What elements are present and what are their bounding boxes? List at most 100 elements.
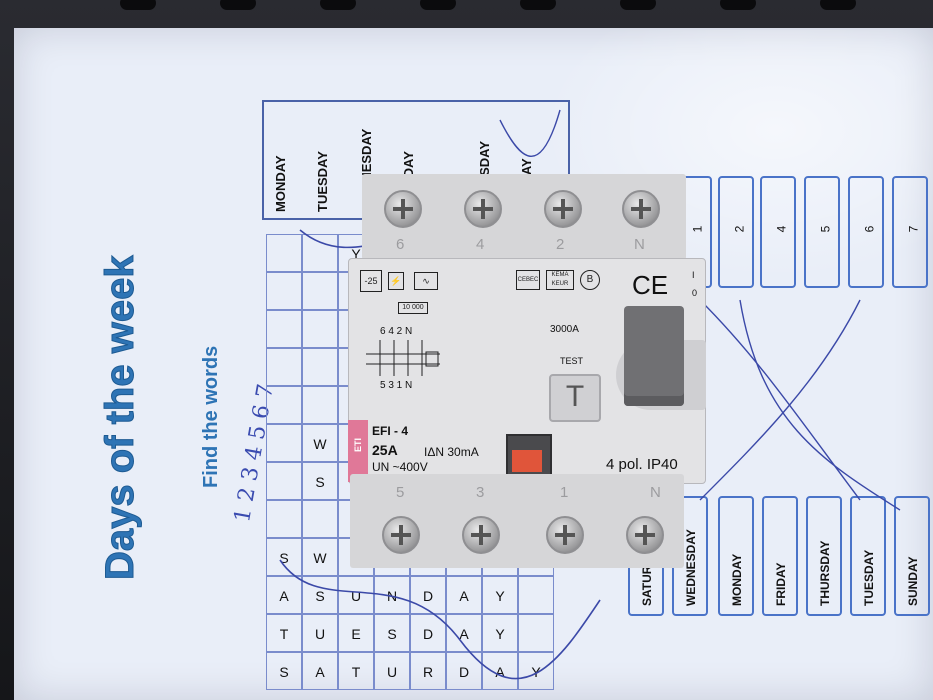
grid-cell: E	[338, 614, 374, 652]
terminal-label: N	[650, 484, 661, 501]
number-box: 7	[892, 176, 928, 288]
brand-label: ETI	[348, 420, 368, 482]
binder-ring	[620, 0, 656, 10]
grid-cell	[302, 500, 338, 538]
binder-ring	[120, 0, 156, 10]
terminal-label: 2	[556, 236, 565, 253]
grid-cell: T	[266, 614, 302, 652]
grid-cell: U	[302, 614, 338, 652]
residual-current-breaker: 6 4 2 N -25 ⚡ ∿ 10 000 CEBEC KEMA KEUR B…	[348, 174, 706, 568]
terminal-label: 5	[396, 484, 405, 501]
terminal-screw	[544, 190, 582, 228]
answer-box: SUNDAY	[894, 496, 930, 616]
short-circuit-rating: 10 000	[398, 302, 428, 314]
test-label: TEST	[560, 356, 584, 366]
grid-cell	[518, 614, 554, 652]
grid-cell	[518, 576, 554, 614]
grid-cell: Y	[482, 576, 518, 614]
grid-cell: D	[446, 652, 482, 690]
grid-cell	[302, 348, 338, 386]
grid-cell: S	[302, 462, 338, 500]
binder-ring	[720, 0, 756, 10]
grid-cell: A	[446, 576, 482, 614]
answer-box: FRIDAY	[762, 496, 798, 616]
temperature-icon: -25	[360, 270, 382, 292]
grid-cell	[266, 500, 302, 538]
wiring-top-label: 6 4 2 N	[380, 326, 413, 337]
surge-icon: ⚡	[388, 272, 404, 290]
kema-keur-mark: KEMA KEUR	[546, 270, 574, 290]
grid-cell: S	[266, 652, 302, 690]
breaking-capacity: 3000A	[550, 324, 579, 335]
switch-lever[interactable]	[624, 306, 684, 406]
grid-cell: D	[410, 614, 446, 652]
poles-rating: 4 pol. IP40	[606, 456, 678, 473]
number-box: 4	[760, 176, 796, 288]
number-box: 6	[848, 176, 884, 288]
grid-cell	[266, 386, 302, 424]
binder-ring	[520, 0, 556, 10]
terminal-screw	[384, 190, 422, 228]
grid-cell: A	[266, 576, 302, 614]
grid-cell: W	[302, 424, 338, 462]
grid-cell: U	[338, 576, 374, 614]
ce-mark: CE	[632, 270, 669, 300]
number-box: 5	[804, 176, 840, 288]
terminal-label: N	[634, 236, 645, 253]
grid-cell: A	[446, 614, 482, 652]
grid-cell: S	[374, 614, 410, 652]
model-label: EFI - 4	[372, 424, 409, 438]
grid-cell: Y	[518, 652, 554, 690]
terminal-label: 1	[560, 484, 569, 501]
sensitivity-rating: IΔN 30mA	[424, 445, 479, 459]
number-box: 2	[718, 176, 754, 288]
terminal-screw	[382, 516, 420, 554]
terminal-screw	[626, 516, 664, 554]
grid-cell: R	[410, 652, 446, 690]
status-indicator	[512, 450, 542, 472]
binder-ring	[320, 0, 356, 10]
binder-ring	[820, 0, 856, 10]
grid-cell: T	[338, 652, 374, 690]
grid-cell: A	[302, 652, 338, 690]
answer-box: THURSDAY	[806, 496, 842, 616]
wiring-diagram	[366, 340, 440, 376]
answer-box: TUESDAY	[850, 496, 886, 616]
grid-cell	[302, 272, 338, 310]
wiring-bottom-label: 5 3 1 N	[380, 380, 413, 391]
terminal-screw	[622, 190, 660, 228]
grid-cell: W	[302, 538, 338, 576]
switch-on-mark: I	[692, 270, 695, 280]
grid-cell: Y	[482, 614, 518, 652]
grid-cell	[266, 310, 302, 348]
grid-cell	[266, 272, 302, 310]
answer-box: MONDAY	[718, 496, 754, 616]
ac-wave-icon: ∿	[414, 272, 438, 290]
grid-cell: U	[374, 652, 410, 690]
terminal-label: 4	[476, 236, 485, 253]
grid-cell: D	[410, 576, 446, 614]
grid-cell: S	[302, 576, 338, 614]
grid-cell	[302, 234, 338, 272]
current-rating: 25A	[372, 442, 398, 458]
cebec-mark: CEBEC	[516, 270, 540, 290]
switch-off-mark: 0	[692, 288, 698, 298]
grid-cell: S	[266, 538, 302, 576]
voltage-rating: UN ~400V	[372, 460, 428, 474]
binder-ring	[220, 0, 256, 10]
binder-ring	[420, 0, 456, 10]
grid-cell	[302, 310, 338, 348]
grid-cell	[266, 234, 302, 272]
grid-cell	[266, 348, 302, 386]
terminal-label: 3	[476, 484, 485, 501]
terminal-screw	[462, 516, 500, 554]
grid-cell: A	[482, 652, 518, 690]
test-button[interactable]: T	[549, 374, 601, 422]
terminal-label: 6	[396, 236, 405, 253]
terminal-screw	[546, 516, 584, 554]
terminal-screw	[464, 190, 502, 228]
brand-text: ETI	[353, 437, 364, 453]
grid-cell	[302, 386, 338, 424]
grid-cell	[266, 424, 302, 462]
grid-cell	[266, 462, 302, 500]
